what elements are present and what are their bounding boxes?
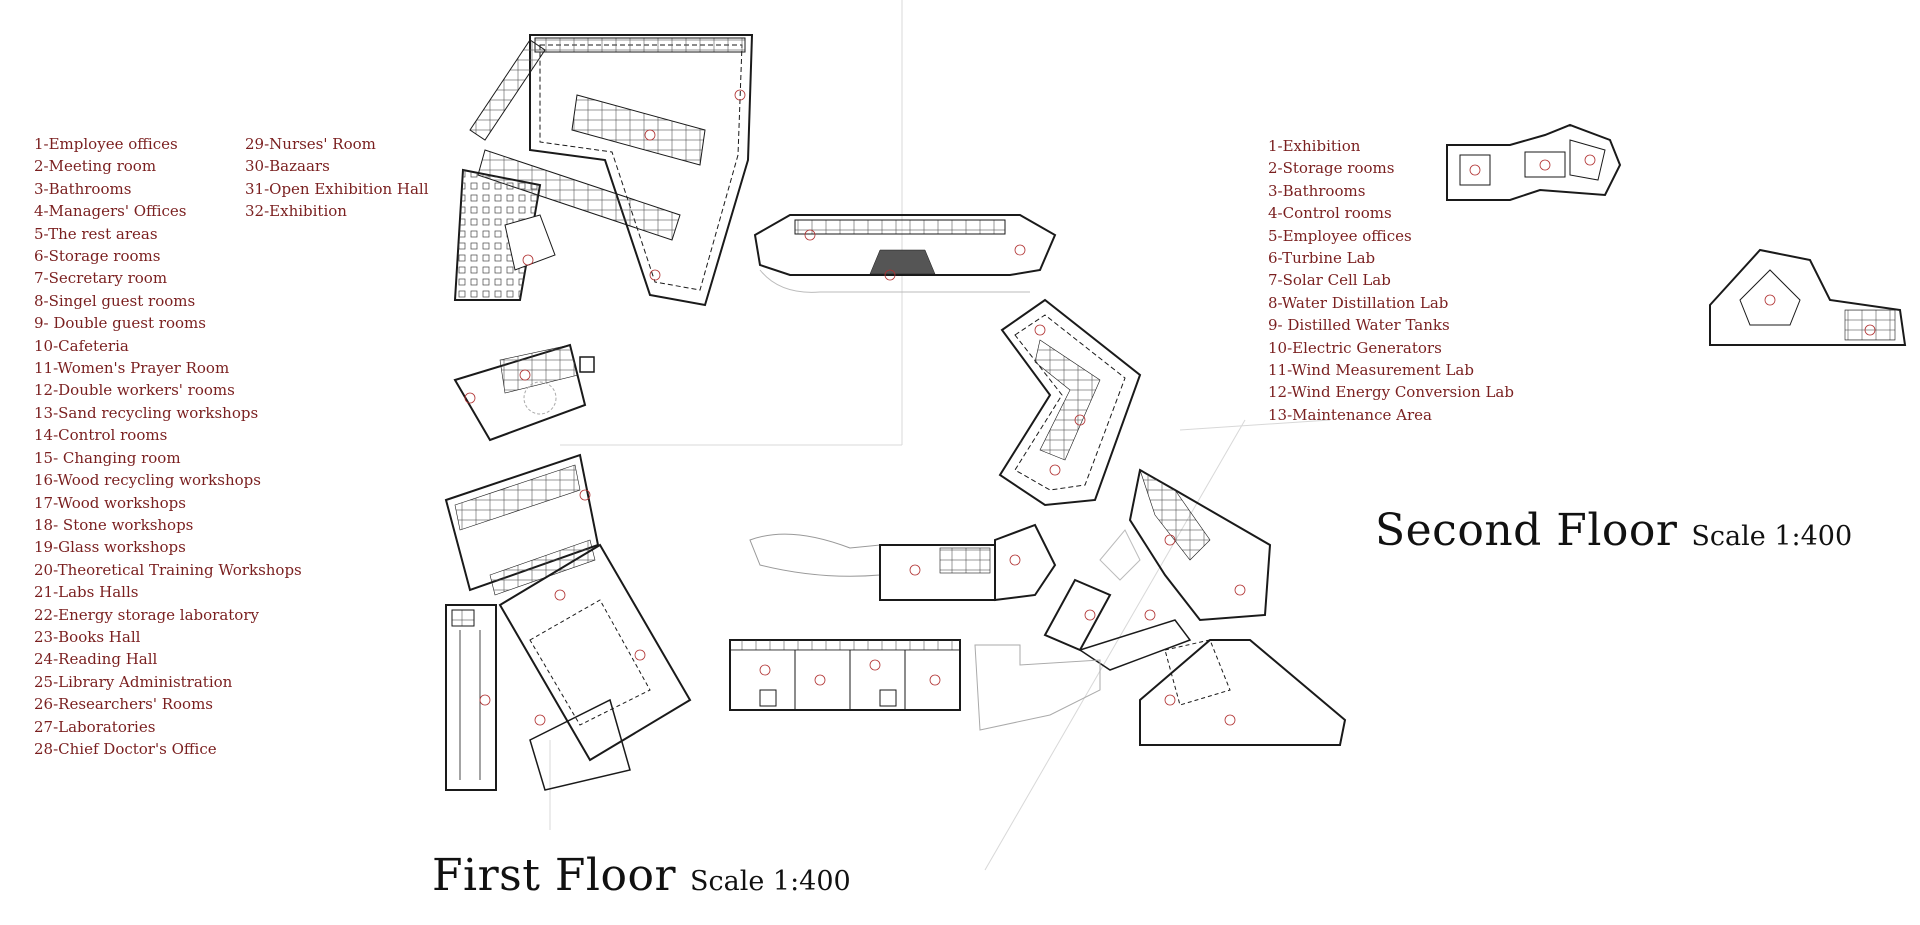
legend-item: 22-Energy storage laboratory — [34, 605, 259, 624]
legend-item: 4-Managers' Offices — [34, 202, 187, 221]
block-residential — [453, 34, 754, 307]
legend-item: 5-The rest areas — [34, 224, 158, 243]
legend-item: 14-Control rooms — [34, 426, 168, 445]
block-second-floor-a — [1446, 123, 1622, 201]
block-top-middle — [753, 214, 1057, 293]
legend-item: 29-Nurses' Room — [245, 135, 376, 153]
legend-item: 10-Electric Generators — [1268, 338, 1442, 357]
legend-item: 24-Reading Hall — [34, 650, 158, 669]
legend-item: 6-Turbine Lab — [1268, 249, 1376, 268]
block-right-complex — [974, 468, 1347, 746]
legend-item: 2-Storage rooms — [1268, 159, 1395, 178]
legend-item: 11-Women's Prayer Room — [34, 359, 230, 378]
legend-item: 30-Bazaars — [245, 157, 330, 176]
legend-item: 20-Theoretical Training Workshops — [34, 560, 302, 579]
second-floor-title: Second Floor Scale 1:400 — [1375, 505, 1852, 556]
legend-item: 21-Labs Halls — [34, 583, 139, 602]
legend-item: 23-Books Hall — [34, 627, 141, 646]
legend-item: 31-Open Exhibition Hall — [245, 179, 429, 198]
legend-item: 7-Solar Cell Lab — [1268, 271, 1391, 290]
legend-item: 5-Employee offices — [1268, 226, 1412, 245]
block-library — [749, 523, 1057, 602]
legend-item: 10-Cafeteria — [34, 336, 129, 355]
second-floor-scale: Scale 1:400 — [1691, 521, 1853, 552]
block-small-hall — [453, 343, 595, 442]
legend-item: 3-Bathrooms — [1268, 181, 1366, 200]
legend-item: 6-Storage rooms — [34, 247, 161, 266]
first-floor-heading: First Floor — [432, 850, 676, 901]
room-number-markers — [464, 89, 1876, 726]
second-floor-heading: Second Floor — [1375, 505, 1678, 556]
legend-item: 16-Wood recycling workshops — [34, 471, 261, 490]
legend-item: 28-Chief Doctor's Office — [34, 739, 217, 758]
legend-item: 19-Glass workshops — [34, 538, 186, 557]
legend-item: 15- Changing room — [34, 448, 181, 467]
first-floor-legend-column-1: 1-Employee offices 2-Meeting room 3-Bath… — [34, 133, 302, 760]
legend-item: 3-Bathrooms — [34, 179, 132, 198]
first-floor-scale: Scale 1:400 — [690, 866, 851, 897]
legend-item: 9- Double guest rooms — [34, 314, 206, 333]
legend-item: 13-Maintenance Area — [1268, 405, 1432, 424]
first-floor-title: First Floor Scale 1:400 — [432, 850, 851, 901]
legend-item: 9- Distilled Water Tanks — [1268, 316, 1450, 335]
legend-item: 7-Secretary room — [34, 269, 168, 288]
legend-item: 27-Laboratories — [34, 717, 156, 736]
block-second-floor-b — [1709, 248, 1907, 346]
legend-item: 2-Meeting room — [34, 157, 157, 176]
second-floor-legend: 1-Exhibition 2-Storage rooms 3-Bathrooms… — [1268, 135, 1514, 426]
legend-item: 18- Stone workshops — [34, 515, 194, 534]
legend-item: 13-Sand recycling workshops — [34, 403, 259, 422]
block-dormitory — [998, 298, 1142, 507]
legend-item: 1-Employee offices — [34, 135, 178, 153]
legend-item: 8-Singel guest rooms — [34, 291, 196, 310]
legend-item: 8-Water Distillation Lab — [1268, 293, 1449, 312]
legend-item: 32-Exhibition — [245, 202, 347, 221]
legend-item: 11-Wind Measurement Lab — [1268, 361, 1474, 380]
legend-item: 4-Control rooms — [1268, 204, 1392, 223]
legend-item: 17-Wood workshops — [34, 493, 186, 512]
first-floor-legend-column-2: 29-Nurses' Room 30-Bazaars 31-Open Exhib… — [245, 133, 429, 223]
block-bottom-middle — [729, 639, 961, 711]
legend-item: 12-Wind Energy Conversion Lab — [1268, 383, 1514, 402]
block-workshops — [444, 453, 692, 791]
legend-item: 1-Exhibition — [1268, 137, 1361, 155]
legend-item: 25-Library Administration — [34, 672, 233, 691]
legend-item: 26-Researchers' Rooms — [34, 695, 213, 714]
legend-item: 12-Double workers' rooms — [34, 381, 235, 400]
